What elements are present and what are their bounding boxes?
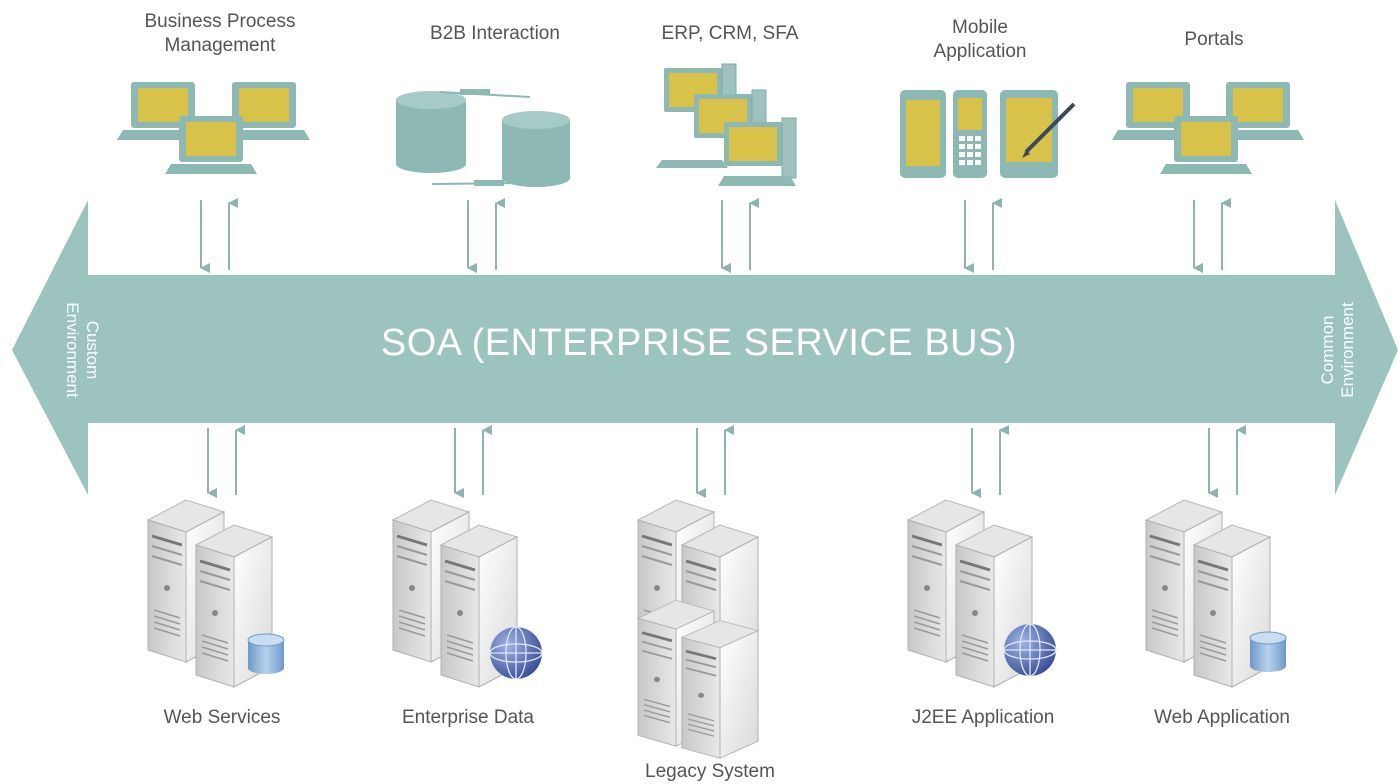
top-label-portals: Portals xyxy=(1184,29,1244,50)
server-globe-icon xyxy=(391,498,543,689)
desktops-icon xyxy=(656,63,797,186)
databases-icon xyxy=(396,89,570,187)
bottom-connectors xyxy=(207,425,1246,498)
bus-left-label: Custom Environment xyxy=(63,302,102,398)
bus-title: SOA (ENTERPRISE SERVICE BUS) xyxy=(380,322,1018,364)
bottom-label-legacy-system: Legacy System xyxy=(645,761,775,782)
top-label-mobile: Mobile Application xyxy=(933,17,1027,62)
laptops-icon xyxy=(1112,82,1304,174)
bottom-label-web-services: Web Services xyxy=(163,707,281,728)
top-label-b2b: B2B Interaction xyxy=(430,23,560,44)
top-connectors xyxy=(200,198,1231,273)
top-label-erp: ERP, CRM, SFA xyxy=(661,23,799,44)
bottom-label-web-application: Web Application xyxy=(1154,707,1290,728)
server-database-icon xyxy=(1144,498,1287,689)
bottom-label-enterprise-data: Enterprise Data xyxy=(401,707,534,728)
server-globe-icon xyxy=(906,498,1057,689)
bottom-label-j2ee: J2EE Application xyxy=(911,707,1055,728)
mobile-devices-icon xyxy=(900,90,1076,178)
laptops-icon xyxy=(117,82,310,174)
enterprise-service-bus xyxy=(12,200,1398,495)
server-database-icon xyxy=(146,498,285,689)
top-label-business-process: Business Process Management xyxy=(144,11,296,56)
bus-right-label: Common Environment xyxy=(1318,302,1357,398)
server-stack-icon xyxy=(636,498,760,760)
